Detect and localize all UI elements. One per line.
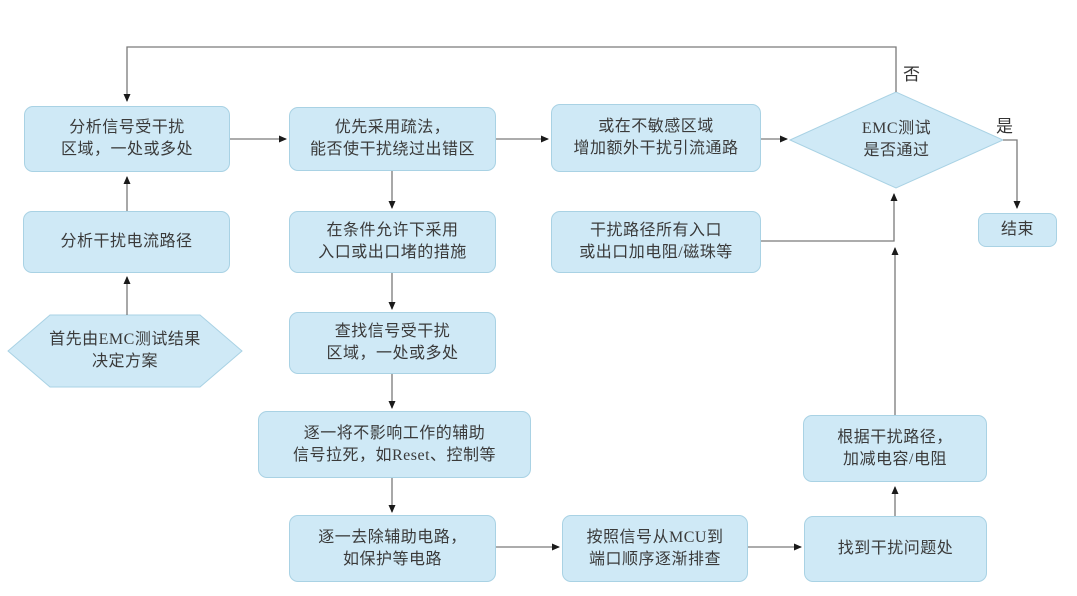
node-add-drain-path: 或在不敏感区域 增加额外干扰引流通路 <box>551 104 761 172</box>
node-add-resistor-bead: 干扰路径所有入口 或出口加电阻/磁珠等 <box>551 211 761 273</box>
node-text-line: 加减电容/电阻 <box>843 450 947 468</box>
arrow-no-feedback-loop <box>123 46 897 102</box>
node-text-line: 分析信号受干扰 <box>69 119 185 136</box>
node-text-line: 区域，一处或多处 <box>326 345 459 362</box>
node-start-hexagon: 首先由EMC测试结果 决定方案 <box>8 315 242 387</box>
node-check-mcu-order: 按照信号从MCU到 端口顺序逐渐排查 <box>562 515 748 582</box>
node-text-line: 优先采用疏法， <box>334 119 451 136</box>
node-text-line: 是否通过 <box>863 142 930 159</box>
node-text-line: 或在不敏感区域 <box>598 118 714 135</box>
node-text-line: 根据干扰路径， <box>837 428 953 446</box>
node-remove-aux-circuits: 逐一去除辅助电路， 如保护等电路 <box>289 515 496 582</box>
node-text-line: 分析干扰电流路径 <box>60 233 193 250</box>
node-text-line: 结束 <box>1000 221 1034 238</box>
node-find-disturbed-area: 查找信号受干扰 区域，一处或多处 <box>289 312 496 374</box>
node-text-line: 增加额外干扰引流通路 <box>573 140 739 157</box>
node-text-line: 区域，一处或多处 <box>60 141 193 158</box>
node-text-line: 逐一去除辅助电路， <box>318 528 467 546</box>
node-text-line: 查找信号受干扰 <box>334 323 451 340</box>
node-text-line: 在条件允许下采用 <box>326 222 459 239</box>
hexagon-shape <box>7 314 243 388</box>
edge-label-no: 否 <box>903 65 921 84</box>
node-found-problem-spot: 找到干扰问题处 <box>804 516 987 582</box>
node-analyze-signal-area: 分析信号受干扰 区域，一处或多处 <box>24 106 230 172</box>
node-text-line: 能否使干扰绕过出错区 <box>309 141 475 158</box>
node-text-line: 找到干扰问题处 <box>837 540 954 557</box>
arrow-yes-to-end <box>1003 139 1021 209</box>
node-text-line: 决定方案 <box>91 353 158 370</box>
node-text-line: 端口顺序逐渐排查 <box>588 550 721 568</box>
node-analyze-current-path: 分析干扰电流路径 <box>23 211 230 273</box>
arrow-resistor-bead-to-decision <box>761 193 898 242</box>
node-text-line: 或出口加电阻/磁珠等 <box>579 244 733 261</box>
node-text-line: 按照信号从MCU到 <box>586 528 724 546</box>
node-text-line: 入口或出口堵的措施 <box>318 244 467 261</box>
node-text-line: 首先由EMC测试结果 <box>49 331 201 348</box>
node-block-measures: 在条件允许下采用 入口或出口堵的措施 <box>289 211 496 273</box>
node-text-line: EMC测试 <box>861 120 932 137</box>
node-text-line: 干扰路径所有入口 <box>589 222 722 239</box>
node-text-line: 信号拉死，如Reset、控制等 <box>292 446 497 464</box>
node-emc-test-decision: EMC测试 是否通过 <box>790 92 1003 188</box>
node-prefer-dredge: 优先采用疏法， 能否使干扰绕过出错区 <box>289 107 496 171</box>
node-text-line: 逐一将不影响工作的辅助 <box>303 424 486 442</box>
node-end: 结束 <box>978 213 1057 247</box>
edge-label-yes: 是 <box>996 117 1014 136</box>
node-text-line: 如保护等电路 <box>342 550 442 568</box>
node-adjust-cap-res: 根据干扰路径， 加减电容/电阻 <box>803 415 987 482</box>
node-pull-aux-signals: 逐一将不影响工作的辅助 信号拉死，如Reset、控制等 <box>258 411 531 478</box>
